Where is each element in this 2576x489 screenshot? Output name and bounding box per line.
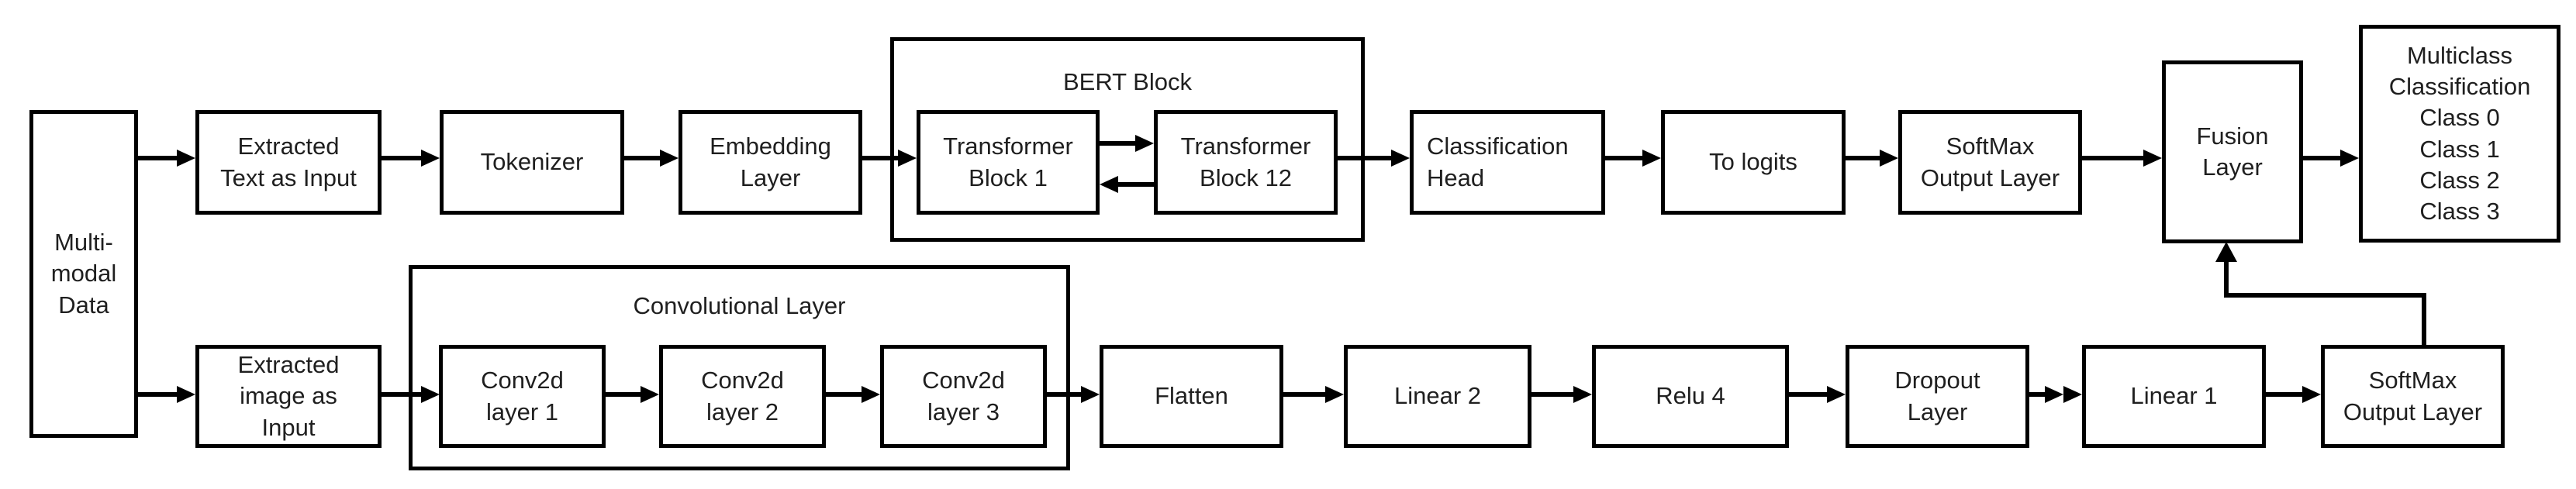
node-softmax-output-layer-image-branch: SoftMax Output Layer bbox=[2321, 345, 2505, 448]
convolutional-layer-title: Convolutional Layer bbox=[633, 292, 846, 319]
node-label: SoftMax Output Layer bbox=[1920, 133, 2060, 191]
arrow-conv3-to-flatten-head bbox=[1081, 386, 1100, 403]
node-label: Conv2d layer 3 bbox=[922, 367, 1005, 425]
arrow-conv3-to-flatten-line bbox=[1047, 392, 1081, 397]
arrow-relu4-to-dropout-line bbox=[1789, 392, 1827, 397]
arrow-multimodal-to-text-head bbox=[177, 150, 195, 167]
node-label: Tokenizer bbox=[480, 148, 584, 176]
arrow-transformer12-to-transformer1-line bbox=[1118, 182, 1154, 187]
bert-block-title: BERT Block bbox=[1063, 68, 1192, 95]
arrow-dropout-to-linear1-head-2 bbox=[2063, 386, 2082, 403]
node-conv2d-layer-3: Conv2d layer 3 bbox=[880, 345, 1047, 448]
arrow-bert-to-classification-head-line bbox=[1338, 156, 1391, 160]
node-softmax-output-layer-text-branch: SoftMax Output Layer bbox=[1898, 110, 2082, 215]
node-multimodal-data: Multi- modal Data bbox=[29, 110, 138, 438]
arrow-dropout-to-linear1-line bbox=[2029, 392, 2053, 397]
node-label: Embedding Layer bbox=[710, 133, 831, 191]
node-label: Dropout Layer bbox=[1894, 367, 1980, 425]
arrow-image-to-conv1-head bbox=[421, 386, 440, 403]
node-relu-4: Relu 4 bbox=[1592, 345, 1789, 448]
arrow-multimodal-to-image-line bbox=[138, 392, 177, 397]
arrow-softmax-to-fusion-elbow-head bbox=[2215, 242, 2237, 262]
arrow-transformer12-to-transformer1-head bbox=[1100, 176, 1118, 193]
arrow-fusion-to-multiclass-head bbox=[2340, 150, 2359, 167]
arrow-classification-to-logits-head bbox=[1642, 150, 1661, 167]
node-label: Extracted Text as Input bbox=[220, 133, 357, 191]
arrow-conv2-to-conv3-line bbox=[826, 392, 862, 397]
arrow-conv1-to-conv2-head bbox=[641, 386, 659, 403]
arrow-embedding-to-transformer1-line bbox=[862, 156, 898, 160]
arrow-conv2-to-conv3-head bbox=[862, 386, 880, 403]
arrow-logits-to-softmax-line bbox=[1846, 156, 1880, 160]
arrow-logits-to-softmax-head bbox=[1880, 150, 1898, 167]
arrow-text-to-tokenizer-head bbox=[421, 150, 440, 167]
arrow-relu4-to-dropout-head bbox=[1827, 386, 1846, 403]
node-label: Flatten bbox=[1155, 382, 1228, 410]
node-label: Conv2d layer 2 bbox=[701, 367, 784, 425]
arrow-linear1-to-softmax-head bbox=[2302, 386, 2321, 403]
node-label: Classification Head bbox=[1427, 133, 1569, 191]
node-label: To logits bbox=[1709, 148, 1797, 176]
node-embedding-layer: Embedding Layer bbox=[679, 110, 862, 215]
node-label: Fusion Layer bbox=[2196, 122, 2269, 181]
node-conv2d-layer-2: Conv2d layer 2 bbox=[659, 345, 826, 448]
node-extracted-image-input: Extracted image as Input bbox=[195, 345, 382, 448]
arrow-classification-to-logits-line bbox=[1605, 156, 1642, 160]
arrow-text-to-tokenizer-line bbox=[382, 156, 421, 160]
arrow-embedding-to-transformer1-head bbox=[898, 150, 917, 167]
node-fusion-layer: Fusion Layer bbox=[2162, 60, 2303, 243]
node-classification-head: Classification Head bbox=[1410, 110, 1605, 215]
arrow-multimodal-to-text-line bbox=[138, 156, 177, 160]
arrow-bert-to-classification-head-head bbox=[1391, 150, 1410, 167]
node-label: Multi- modal Data bbox=[50, 229, 117, 319]
node-multiclass-classification: Multiclass Classification Class 0 Class … bbox=[2359, 25, 2560, 243]
arrow-conv1-to-conv2-line bbox=[606, 392, 641, 397]
arrow-transformer1-to-transformer12-head bbox=[1135, 135, 1154, 152]
arrow-softmax-to-fusion-elbow-horizontal bbox=[2224, 293, 2426, 298]
node-conv2d-layer-1: Conv2d layer 1 bbox=[439, 345, 606, 448]
arrow-tokenizer-to-embedding-line bbox=[624, 156, 660, 160]
node-label: Conv2d layer 1 bbox=[481, 367, 564, 425]
node-tokenizer: Tokenizer bbox=[440, 110, 624, 215]
node-label: SoftMax Output Layer bbox=[2343, 367, 2483, 425]
arrow-softmax-to-fusion-elbow-vertical-left bbox=[2224, 260, 2229, 298]
node-linear-1: Linear 1 bbox=[2082, 345, 2266, 448]
arrow-fusion-to-multiclass-line bbox=[2303, 156, 2340, 160]
node-label: Linear 2 bbox=[1393, 382, 1482, 410]
node-label: Multiclass Classification Class 0 Class … bbox=[2388, 41, 2531, 226]
arrow-dropout-to-linear1-head-1 bbox=[2045, 386, 2063, 403]
arrow-transformer1-to-transformer12-line bbox=[1100, 141, 1135, 146]
node-label: Relu 4 bbox=[1656, 382, 1725, 410]
node-flatten: Flatten bbox=[1100, 345, 1283, 448]
arrow-image-to-conv1-line bbox=[382, 392, 421, 397]
node-transformer-block-1: Transformer Block 1 bbox=[917, 110, 1100, 215]
node-dropout-layer: Dropout Layer bbox=[1846, 345, 2029, 448]
arrow-flatten-to-linear2-line bbox=[1283, 392, 1325, 397]
node-label: Extracted image as Input bbox=[237, 351, 340, 441]
arrow-softmax-to-fusion-head bbox=[2143, 150, 2162, 167]
arrow-linear1-to-softmax-line bbox=[2266, 392, 2302, 397]
node-extracted-text-input: Extracted Text as Input bbox=[195, 110, 382, 215]
node-to-logits: To logits bbox=[1661, 110, 1846, 215]
node-label: Transformer Block 12 bbox=[1180, 133, 1311, 191]
arrow-tokenizer-to-embedding-head bbox=[660, 150, 679, 167]
node-label: Linear 1 bbox=[2130, 382, 2218, 410]
node-transformer-block-12: Transformer Block 12 bbox=[1154, 110, 1338, 215]
node-label: Transformer Block 1 bbox=[943, 133, 1073, 191]
arrow-multimodal-to-image-head bbox=[177, 386, 195, 403]
arrow-linear2-to-relu4-line bbox=[1531, 392, 1573, 397]
arrow-softmax-to-fusion-elbow-vertical-right bbox=[2422, 293, 2426, 345]
arrow-softmax-to-fusion-line bbox=[2082, 156, 2143, 160]
node-linear-2: Linear 2 bbox=[1344, 345, 1531, 448]
arrow-flatten-to-linear2-head bbox=[1325, 386, 1344, 403]
arrow-linear2-to-relu4-head bbox=[1573, 386, 1592, 403]
